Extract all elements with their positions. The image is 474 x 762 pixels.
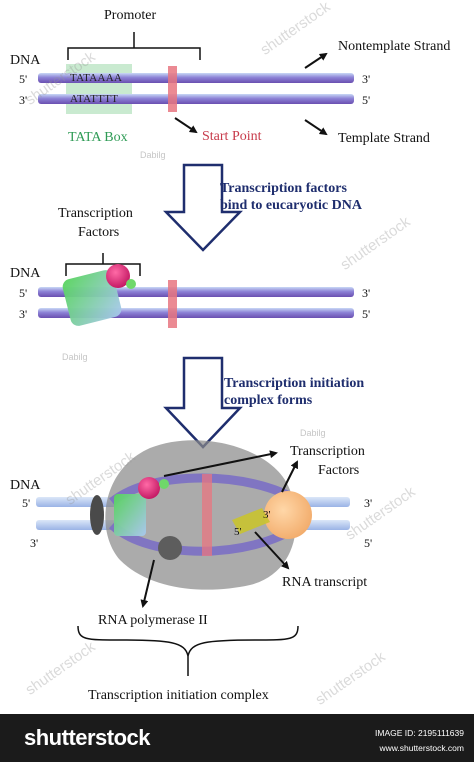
nontemplate-arrow xyxy=(304,52,328,69)
bottom-five-prime-right: 5' xyxy=(362,93,371,107)
bottom-five-prime-right: 5' xyxy=(362,307,371,321)
tf-magenta-ball xyxy=(138,477,160,499)
tf-magenta-ball xyxy=(106,264,130,288)
tf-label-line2: Factors xyxy=(318,463,360,478)
tf-green-block xyxy=(62,270,122,326)
tf-label-line2: Factors xyxy=(78,225,120,240)
top-five-prime: 5' xyxy=(19,72,28,86)
step2-caption: Transcription initiation complex forms xyxy=(224,375,364,409)
step1-caption: Transcription factors bind to eucaryotic… xyxy=(220,180,362,214)
image-id: IMAGE ID: 2195111639 xyxy=(375,728,464,738)
start-point-arrow xyxy=(174,117,198,134)
dark-clamp xyxy=(90,495,104,535)
tf-small-green-ball xyxy=(126,279,136,289)
dna-label: DNA xyxy=(10,478,41,493)
polymerase-subunit xyxy=(158,536,182,560)
start-point-marker xyxy=(202,474,212,556)
tf-green-block xyxy=(114,494,146,536)
start-point-label: Start Point xyxy=(202,129,262,144)
left-bottom-strand xyxy=(36,520,116,530)
top-three-prime-right: 3' xyxy=(362,72,371,86)
bottom-strand xyxy=(38,94,354,104)
polymerase-body xyxy=(105,440,297,590)
step1-arrow xyxy=(163,163,243,252)
open-bubble-top xyxy=(109,473,303,506)
brand-logo: shutterstock xyxy=(24,725,151,750)
dna-label: DNA xyxy=(10,266,41,281)
left-five-prime: 5' xyxy=(22,496,31,510)
tata-box-label: TATA Box xyxy=(68,130,128,145)
tf-label-line1: Transcription xyxy=(58,206,133,221)
watermark-small: Dabilg xyxy=(62,352,88,362)
tf-label-line1: Transcription xyxy=(290,444,365,459)
rna-label-arrow xyxy=(254,531,290,570)
right-three-prime: 3' xyxy=(364,496,373,510)
step1-line2: bind to eucaryotic DNA xyxy=(220,198,362,213)
tata-sequence-top: TATAAAA xyxy=(70,72,123,84)
promoter-label: Promoter xyxy=(104,8,157,23)
left-top-strand xyxy=(36,497,116,507)
tf-label-arrow-2 xyxy=(281,460,298,493)
top-strand xyxy=(38,73,354,83)
dna-label: DNA xyxy=(10,53,41,68)
left-three-prime: 3' xyxy=(30,536,39,550)
tata-box-highlight xyxy=(66,64,132,114)
top-three-prime-right: 3' xyxy=(362,286,371,300)
footer-bar xyxy=(0,714,474,762)
watermark-small: Dabilg xyxy=(140,150,166,160)
promoter-bracket xyxy=(67,32,201,60)
tf-bracket xyxy=(65,253,141,276)
right-five-prime: 5' xyxy=(364,536,373,550)
step2-line2: complex forms xyxy=(224,393,313,408)
bottom-three-prime: 3' xyxy=(19,93,28,107)
start-point-marker xyxy=(168,66,177,112)
bottom-three-prime: 3' xyxy=(19,307,28,321)
watermark-small: Dabilg xyxy=(300,428,326,438)
site-url: www.shutterstock.com xyxy=(379,743,464,753)
template-strand-label: Template Strand xyxy=(338,131,430,146)
step2-line1: Transcription initiation xyxy=(224,376,365,391)
inner-three-prime: 3' xyxy=(263,509,271,521)
step1-line1: Transcription factors xyxy=(220,181,347,196)
polymerase-label-arrow xyxy=(140,559,155,608)
complex-label: Transcription initiation complex xyxy=(88,688,269,703)
inner-five-prime: 5' xyxy=(234,526,242,538)
step2-arrow xyxy=(163,356,243,449)
complex-bracket xyxy=(77,625,299,657)
rna-transcript-strand xyxy=(232,508,270,534)
rna-transcript-label: RNA transcript xyxy=(282,575,368,590)
tf-small-green-ball xyxy=(159,479,169,489)
rna-polymerase-label: RNA polymerase II xyxy=(98,613,208,628)
start-point-marker xyxy=(168,280,177,328)
top-five-prime: 5' xyxy=(19,286,28,300)
tata-sequence-bottom: ATATTTT xyxy=(70,93,119,105)
tf-orange-ball xyxy=(264,491,312,539)
template-arrow xyxy=(304,119,328,136)
nontemplate-strand-label: Nontemplate Strand xyxy=(338,39,451,54)
tf-label-arrow-1 xyxy=(163,450,278,477)
